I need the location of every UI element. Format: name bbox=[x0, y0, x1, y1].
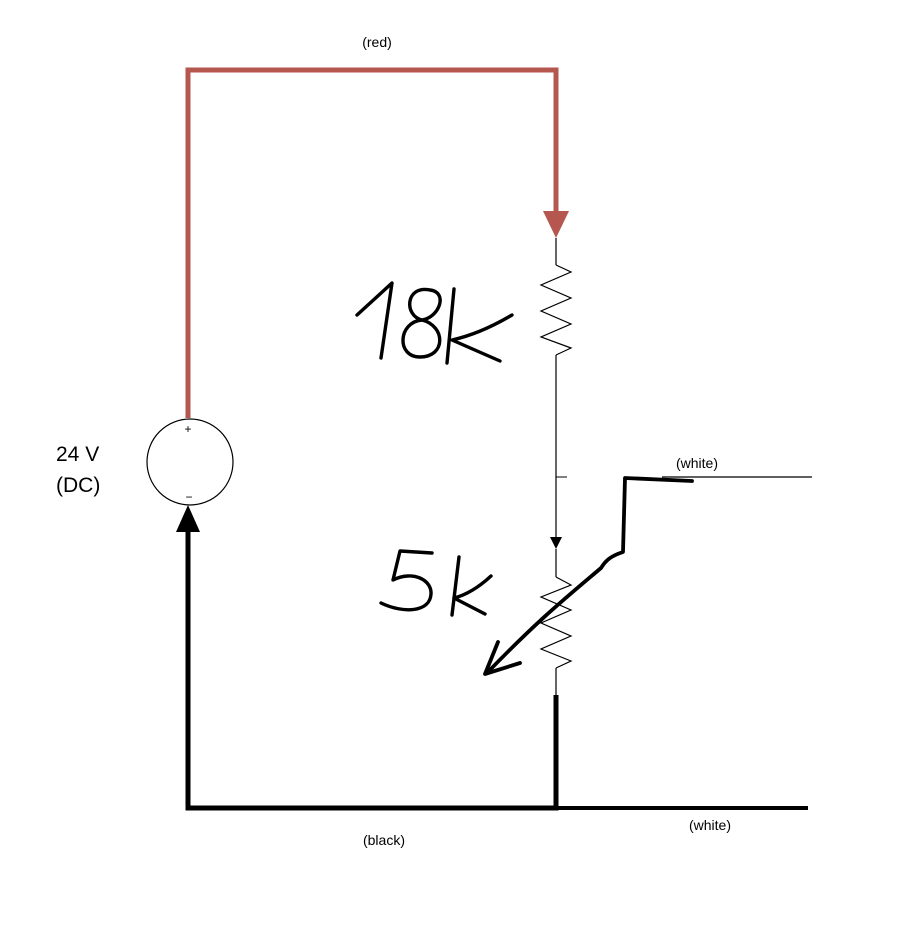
resistor-18k bbox=[539, 264, 573, 356]
red-wire-label: (red) bbox=[362, 34, 392, 50]
resistor-5k-handwritten-label bbox=[379, 549, 493, 617]
voltage-source bbox=[146, 418, 234, 506]
resistor-18k-handwritten-label bbox=[355, 281, 514, 365]
black-wire bbox=[185, 530, 559, 811]
source-type-label: (DC) bbox=[56, 474, 100, 497]
red-wire-arrowhead bbox=[543, 211, 569, 238]
pot-arrowhead bbox=[550, 537, 562, 549]
hand-drawn-wiper-wire bbox=[485, 476, 694, 675]
red-wire bbox=[185, 67, 559, 418]
wiper-output-label: (white) bbox=[676, 455, 718, 471]
resistor-5k-pot bbox=[539, 576, 573, 669]
black-wire-arrowhead bbox=[176, 505, 200, 532]
hand-drawn-wiper-arrowhead bbox=[483, 640, 522, 676]
plus-terminal-label: + bbox=[184, 422, 191, 436]
black-wire-label: (black) bbox=[363, 832, 405, 848]
ground-output-label: (white) bbox=[689, 817, 731, 833]
minus-terminal-label: − bbox=[185, 490, 192, 504]
source-voltage-label: 24 V bbox=[56, 443, 99, 466]
